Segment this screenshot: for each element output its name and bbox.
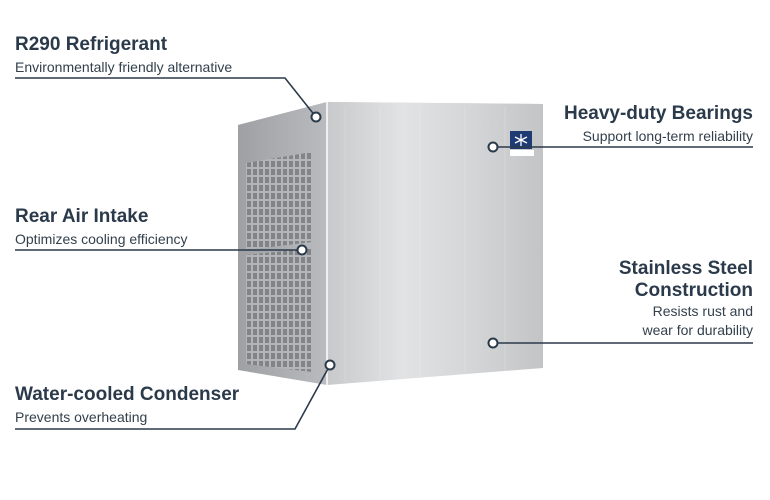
callout-subtitle: Environmentally friendly alternative bbox=[15, 59, 233, 75]
callout-title: Water-cooled Condenser bbox=[15, 384, 240, 405]
dot-water bbox=[324, 359, 336, 371]
callout-subtitle-line-1: Resists rust and bbox=[652, 303, 753, 319]
dot-r290 bbox=[310, 111, 322, 123]
callout-title: Heavy-duty Bearings bbox=[563, 103, 753, 124]
callout-title: R290 Refrigerant bbox=[15, 34, 168, 55]
callout-subtitle-line-2: wear for durability bbox=[642, 322, 754, 338]
callout-heavy-duty-bearings: Heavy-duty Bearings Support long-term re… bbox=[564, 103, 753, 146]
dot-stainless bbox=[487, 337, 499, 349]
callout-rear-air-intake: Rear Air Intake Optimizes cooling effici… bbox=[15, 206, 187, 249]
callout-subtitle: Prevents overheating bbox=[15, 409, 148, 425]
callout-subtitle: Support long-term reliability bbox=[582, 128, 753, 144]
callout-subtitle: Optimizes cooling efficiency bbox=[15, 231, 188, 247]
ice-machine bbox=[238, 102, 543, 385]
callout-r290: R290 Refrigerant Environmentally friendl… bbox=[15, 34, 232, 77]
callout-stainless-steel: Stainless Steel Construction Resists rus… bbox=[553, 258, 753, 340]
leader-lines bbox=[15, 77, 753, 430]
leader-r290 bbox=[15, 77, 317, 118]
callout-title-line-1: Stainless Steel bbox=[618, 258, 753, 279]
air-intake-louvers-upper bbox=[246, 152, 312, 250]
dot-bearings bbox=[487, 141, 499, 153]
machine-front-panel bbox=[327, 102, 543, 385]
dot-rear-air bbox=[296, 244, 308, 256]
air-intake-louvers-lower bbox=[246, 248, 312, 372]
snowflake-logo-icon bbox=[514, 134, 528, 146]
leader-water bbox=[15, 364, 331, 430]
callout-title-line-2: Construction bbox=[634, 280, 753, 301]
callout-dots bbox=[296, 111, 499, 371]
callout-water-cooled-condenser: Water-cooled Condenser Prevents overheat… bbox=[15, 384, 239, 427]
callout-title: Rear Air Intake bbox=[15, 206, 149, 227]
